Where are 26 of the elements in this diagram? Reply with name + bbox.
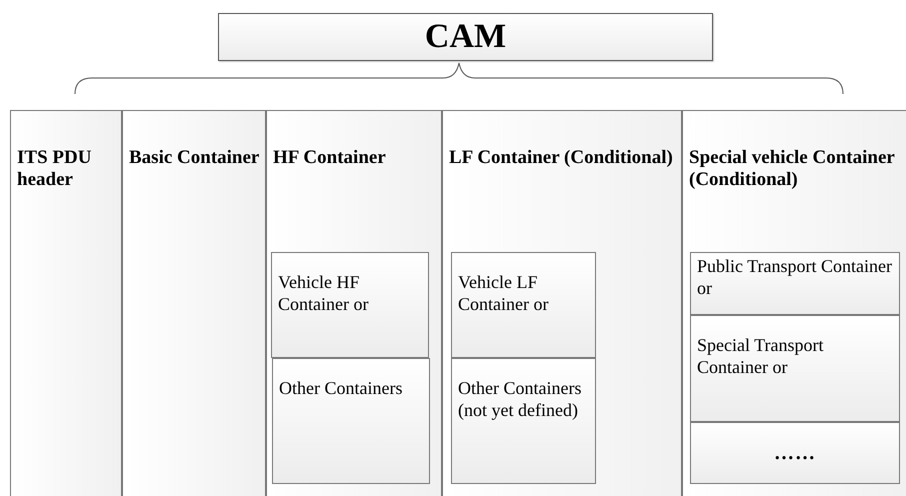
node-label: Other Containers <box>279 377 404 399</box>
node-label: Other Containers (not yet defined) <box>458 377 582 421</box>
title-box <box>218 13 713 61</box>
node-label: LF Container (Conditional) <box>449 147 674 169</box>
container-box <box>690 422 900 484</box>
container-column <box>122 110 266 496</box>
container-box <box>690 315 900 422</box>
container-box <box>271 252 429 358</box>
node-label: ITS PDU header <box>17 147 92 191</box>
container-column <box>10 110 122 496</box>
container-box <box>272 358 430 484</box>
node-label: HF Container <box>273 147 387 169</box>
node-label: Special vehicle Container (Conditional) <box>689 147 896 191</box>
node-label: Special Transport Container or <box>697 334 825 378</box>
node-label: Public Transport Container or <box>697 255 894 299</box>
node-label: Vehicle LF Container or <box>458 271 550 315</box>
node-label: …… <box>774 442 816 464</box>
container-column <box>682 110 906 496</box>
container-column <box>442 110 682 496</box>
node-label: Basic Container <box>129 147 260 169</box>
container-column <box>266 110 442 496</box>
node-label: CAM <box>424 20 506 54</box>
container-box <box>690 252 900 315</box>
node-label: Vehicle HF Container or <box>278 271 370 315</box>
container-box <box>451 358 596 484</box>
container-box <box>451 252 596 358</box>
